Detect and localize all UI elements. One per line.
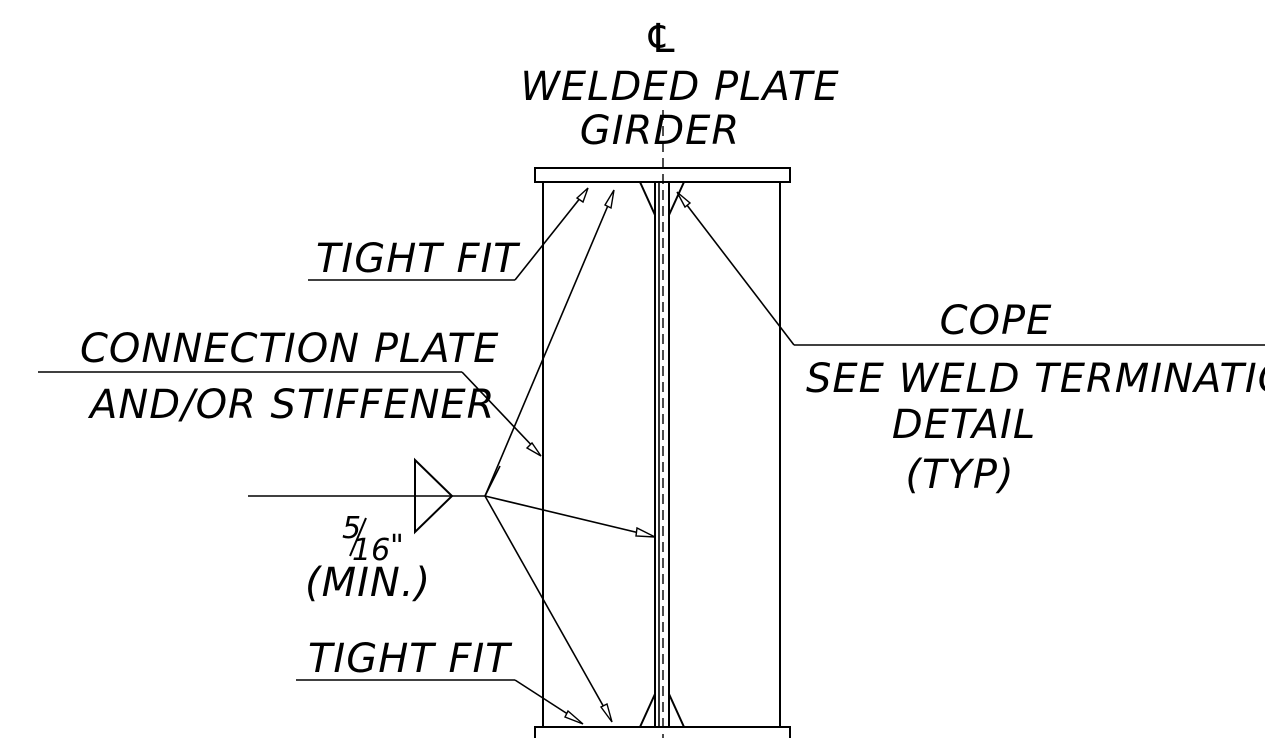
centerline-symbol: ℄ [644,16,681,62]
weld-leader-web-arrowhead [635,526,656,538]
see-weld-termination-label: SEE WELD TERMINATION [806,356,1265,402]
tight-fit-top-label: TIGHT FIT [316,236,521,282]
weld-leader-upper-short [484,465,501,497]
typ-label: (TYP) [905,452,1014,498]
detail-label: DETAIL [892,402,1036,448]
weld-size-denominator: 16 [352,533,390,568]
weld-leader-upper [484,195,613,497]
connection-plate-leader [461,371,539,453]
cope-arrowhead [676,191,692,209]
girder-title-line2: GIRDER [580,108,740,154]
connection-plate-label-line2: AND/OR STIFFENER [87,382,495,428]
weld-leader-upper-arrowhead [604,189,615,210]
cope-top-left [639,181,656,216]
weld-size-slash [349,517,367,557]
weld-leader-lower-arrowhead [599,702,613,723]
weld-leader-lower [484,495,611,719]
cope-bottom-left [639,693,656,728]
girder-title-line1: WELDED PLATE [520,64,839,110]
cope-top-right [668,181,685,216]
weld-min-label: (MIN.) [305,560,431,606]
weld-leader-web [484,495,653,537]
tight-fit-bottom-arrowhead [564,709,584,725]
fillet-weld-symbol [414,457,454,535]
weld-size-inch: " [390,529,404,564]
tight-fit-top-leader [514,191,586,281]
connection-plate-label-line1: CONNECTION PLATE [80,326,499,372]
cope-label: COPE [940,298,1053,344]
tight-fit-bottom-label: TIGHT FIT [308,636,513,682]
connection-plate-arrowhead [525,441,542,457]
cope-bottom-right [668,693,685,728]
tight-fit-top-arrowhead [575,187,589,204]
cope-leader [679,195,795,346]
weld-size-numerator: 5 [342,511,361,546]
